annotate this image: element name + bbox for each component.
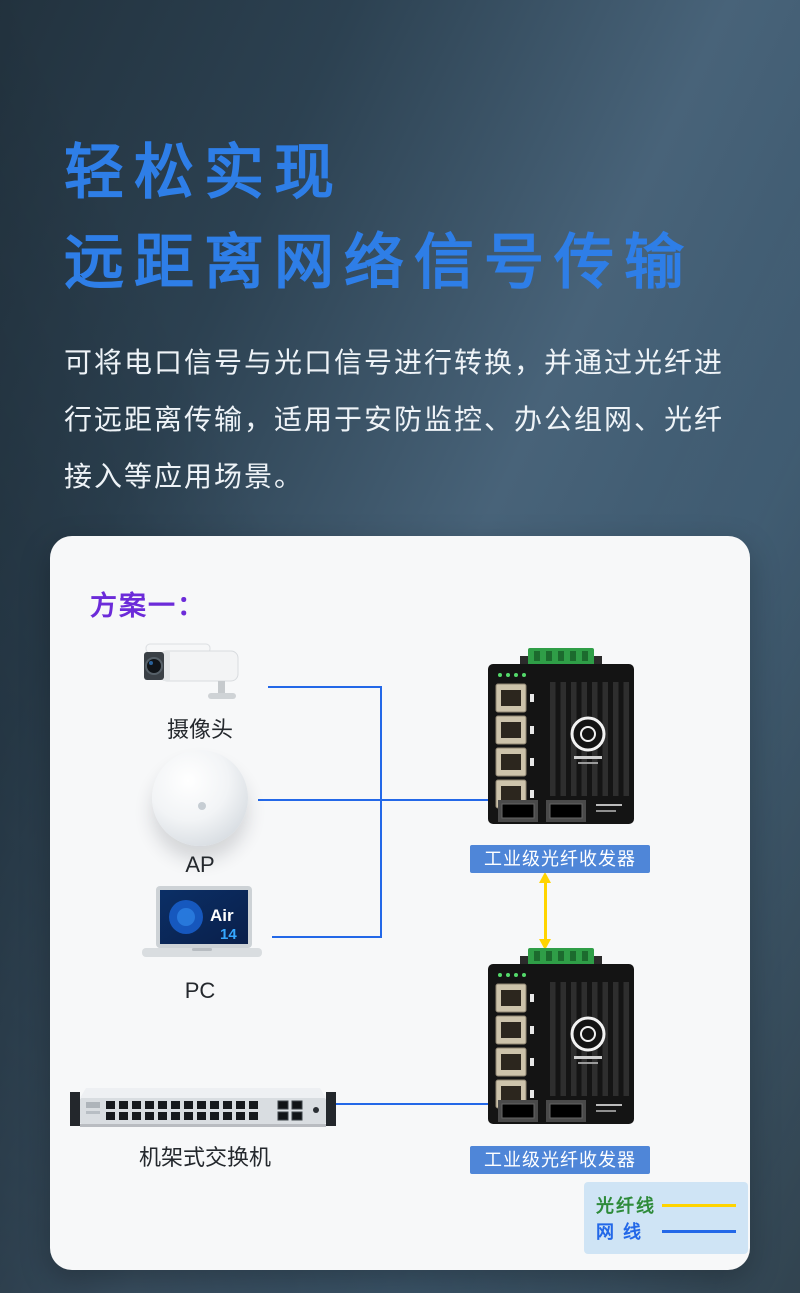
rack-switch-icon [70,1088,336,1127]
ap-center-dot [198,802,206,810]
laptop-screen-model: 14 [220,926,237,943]
legend-fiber-label: 光纤线 [596,1196,656,1216]
legend-fiber-line-swatch [662,1203,736,1207]
fiber-arrow-down [539,939,551,950]
eth-line-pc [272,936,382,938]
legend-row-fiber: 光纤线 [596,1192,736,1218]
laptop-screen-brand: Air [210,906,234,925]
eth-line-ap-to-transceiver [258,799,488,801]
hero-title-line1: 轻松实现 [64,139,344,206]
legend-row-lan: 网 线 [596,1218,736,1244]
brand-logo-icon [570,716,606,752]
transceiver-bottom-badge: 工业级光纤收发器 [470,1146,650,1174]
hero-description: 可将电口信号与光口信号进行转换，并通过光纤进行远距离传输，适用于安防监控、办公组… [64,347,725,492]
ap-icon [152,750,248,846]
legend-lan-line-swatch [662,1229,736,1233]
legend-lan-label: 网 线 [596,1222,644,1242]
fiber-arrow-up [539,872,551,883]
scheme-label: 方案一： [90,591,206,621]
eth-line-camera [268,686,382,688]
hero-title-line2: 远距离网络信号传输 [64,229,694,296]
pc-label: PC [184,978,216,1003]
brand-logo-icon [570,1016,606,1052]
legend: 光纤线 网 线 [584,1182,748,1254]
rack-switch-label: 机架式交换机 [138,1145,271,1170]
transceiver-top-badge: 工业级光纤收发器 [470,845,650,873]
fiber-transceiver-bottom-icon [488,948,634,1124]
camera-icon [144,643,239,699]
fiber-transceiver-top-icon [488,648,634,824]
fiber-line [544,881,547,941]
eth-line-bus [380,686,382,938]
camera-label: 摄像头 [166,717,233,742]
ap-label: AP [185,852,215,877]
eth-line-switch-to-transceiver [334,1103,488,1105]
laptop-icon: Air 14 [142,886,262,957]
